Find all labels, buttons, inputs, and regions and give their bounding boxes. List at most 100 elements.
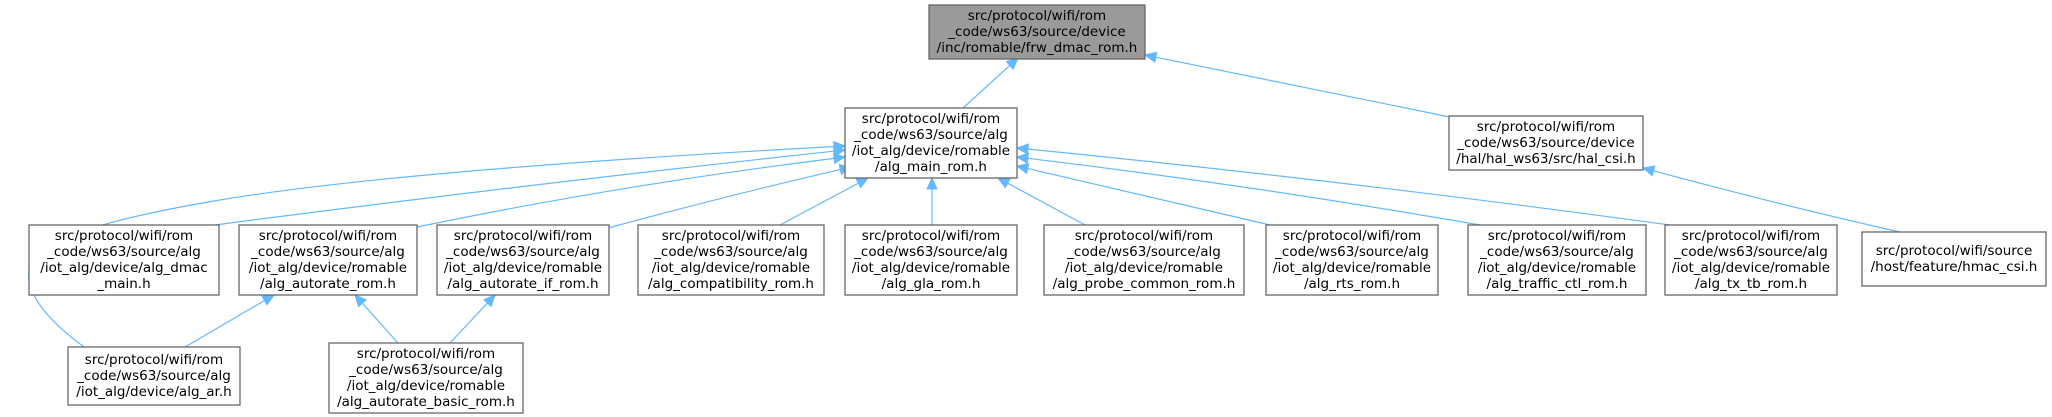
edge-line — [1025, 157, 1481, 226]
arrow-head-icon — [833, 140, 847, 153]
node-box[interactable] — [1664, 224, 1838, 296]
node-box[interactable] — [1265, 224, 1439, 296]
arrow-head-icon — [1005, 57, 1019, 71]
edge-alg_ar-to-alg_autorate_rom — [184, 294, 276, 348]
node-label-line: /inc/romable/frw_dmac_rom.h — [937, 40, 1138, 56]
node-label-line: src/protocol/wifi/rom — [259, 228, 397, 244]
node-box[interactable] — [328, 342, 524, 414]
node-alg-gla-rom[interactable]: src/protocol/wifi/rom_code/ws63/source/a… — [844, 224, 1018, 296]
node-label-line: _code/ws63/source/alg — [853, 127, 1008, 143]
node-label-line: _code/ws63/source/device — [947, 24, 1125, 40]
node-label-line: _main.h — [96, 276, 150, 292]
arrow-head-icon — [832, 152, 847, 165]
arrow-head-icon — [1015, 152, 1030, 165]
node-label-line: _code/ws63/source/alg — [1066, 244, 1221, 260]
node-label-line: /iot_alg/device/romable — [852, 260, 1010, 276]
node-label-line: /iot_alg/device/romable — [1672, 260, 1830, 276]
node-label-line: src/protocol/wifi/rom — [862, 111, 1000, 127]
node-hmac-csi[interactable]: src/protocol/wifi/source/host/feature/hm… — [1861, 231, 2047, 287]
node-label-line: /alg_traffic_ctl_rom.h — [1487, 276, 1628, 292]
edge-hmac_csi-to-hal_csi — [1641, 165, 1901, 233]
node-label-line: _code/ws63/source/alg — [1479, 244, 1634, 260]
edge-alg_autorate_rom-to-alg_main_rom — [416, 152, 847, 228]
node-label-line: /alg_gla_rom.h — [882, 276, 981, 292]
arrow-head-icon — [1641, 165, 1656, 177]
node-label-line: /iot_alg/device/romable — [249, 260, 407, 276]
node-box[interactable] — [67, 346, 241, 406]
node-label-line: src/protocol/wifi/rom — [968, 8, 1106, 24]
node-box[interactable] — [1861, 231, 2047, 287]
edge-line — [779, 181, 861, 226]
arrow-head-icon — [1015, 143, 1030, 155]
node-alg-tx-tb-rom[interactable]: src/protocol/wifi/rom_code/ws63/source/a… — [1664, 224, 1838, 296]
node-alg-probe-common-rom[interactable]: src/protocol/wifi/rom_code/ws63/source/a… — [1043, 224, 1245, 296]
node-box[interactable] — [844, 224, 1018, 296]
node-hal-csi[interactable]: src/protocol/wifi/rom_code/ws63/source/d… — [1448, 115, 1644, 171]
edge-line — [360, 301, 399, 344]
arrow-head-icon — [1015, 163, 1030, 175]
arrow-head-icon — [1143, 51, 1158, 63]
node-box[interactable] — [1043, 224, 1245, 296]
node-label-line: src/protocol/wifi/rom — [1488, 228, 1626, 244]
node-label-line: /hal/hal_ws63/src/hal_csi.h — [1456, 151, 1635, 167]
edge-alg_compatibility_rom-to-alg_main_rom — [779, 177, 870, 226]
node-alg-rts-rom[interactable]: src/protocol/wifi/rom_code/ws63/source/a… — [1265, 224, 1439, 296]
node-alg-autorate-rom[interactable]: src/protocol/wifi/rom_code/ws63/source/a… — [238, 224, 418, 296]
node-label-line: _code/ws63/source/alg — [445, 244, 600, 260]
edge-alg_tx_tb_rom-to-alg_main_rom — [1015, 143, 1671, 226]
node-label-line: /alg_autorate_rom.h — [260, 276, 396, 292]
node-label-line: src/protocol/wifi/rom — [357, 346, 495, 362]
edge-line — [1025, 167, 1271, 226]
edge-line — [962, 63, 1012, 109]
node-label-line: _code/ws63/source/alg — [250, 244, 405, 260]
node-box[interactable] — [844, 107, 1018, 179]
node-label-line: /iot_alg/device/romable — [852, 143, 1010, 159]
edge-alg_gla_rom-to-alg_main_rom — [926, 176, 938, 225]
node-label-line: src/protocol/wifi/rom — [55, 228, 193, 244]
node-label-line: src/protocol/wifi/rom — [1075, 228, 1213, 244]
edge-alg_dmac_main-to-alg_main_rom — [214, 145, 847, 226]
node-label-line: src/protocol/wifi/rom — [85, 352, 223, 368]
node-label-line: /alg_probe_common_rom.h — [1053, 276, 1236, 292]
node-alg-main-rom[interactable]: src/protocol/wifi/rom_code/ws63/source/a… — [844, 107, 1018, 179]
node-alg-ar[interactable]: src/protocol/wifi/rom_code/ws63/source/a… — [67, 346, 241, 406]
edge-line — [1025, 148, 1671, 226]
node-alg-autorate-if-rom[interactable]: src/protocol/wifi/rom_code/ws63/source/a… — [436, 224, 610, 296]
node-box[interactable] — [238, 224, 418, 296]
arrow-head-icon — [354, 294, 367, 308]
node-label-line: /alg_tx_tb_rom.h — [1695, 276, 1807, 292]
node-label-line: /alg_autorate_basic_rom.h — [337, 394, 515, 410]
node-alg-traffic-ctl-rom[interactable]: src/protocol/wifi/rom_code/ws63/source/a… — [1467, 224, 1647, 296]
node-label-line: /alg_compatibility_rom.h — [648, 276, 814, 292]
node-label-line: /iot_alg/device/romable — [444, 260, 602, 276]
edge-alg_autorate_basic_rom-to-alg_autorate_rom — [354, 294, 399, 344]
edge-line — [449, 301, 490, 344]
arrow-head-icon — [996, 177, 1011, 189]
arrow-head-icon — [261, 294, 276, 306]
node-box[interactable] — [1448, 115, 1644, 171]
node-alg-dmac-main[interactable]: src/protocol/wifi/rom_code/ws63/source/a… — [28, 224, 220, 296]
edge-alg_traffic_ctl_rom-to-alg_main_rom — [1015, 152, 1481, 226]
node-label-line: _code/ws63/source/alg — [853, 244, 1008, 260]
node-label-line: _code/ws63/source/alg — [1673, 244, 1828, 260]
node-label-line: src/protocol/wifi/source — [1876, 243, 2033, 259]
edge-line — [214, 150, 837, 226]
node-alg-autorate-basic-rom[interactable]: src/protocol/wifi/rom_code/ws63/source/a… — [328, 342, 524, 414]
node-label-line: _code/ws63/source/alg — [1274, 244, 1429, 260]
node-box[interactable] — [436, 224, 610, 296]
node-box[interactable] — [1467, 224, 1647, 296]
node-box[interactable] — [28, 224, 220, 296]
node-box[interactable] — [637, 224, 825, 296]
node-label-line: _code/ws63/source/device — [1456, 135, 1634, 151]
node-frw-dmac-rom[interactable]: src/protocol/wifi/rom_code/ws63/source/d… — [928, 4, 1146, 60]
node-label-line: /iot_alg/device/romable — [652, 260, 810, 276]
edge-line — [1005, 181, 1086, 226]
nodes-layer: src/protocol/wifi/rom_code/ws63/source/d… — [28, 4, 2047, 414]
node-label-line: _code/ws63/source/alg — [46, 244, 201, 260]
node-label-line: src/protocol/wifi/rom — [1283, 228, 1421, 244]
node-alg-compatibility-rom[interactable]: src/protocol/wifi/rom_code/ws63/source/a… — [637, 224, 825, 296]
node-label-line: /alg_rts_rom.h — [1304, 276, 1400, 292]
node-label-line: /iot_alg/device/romable — [1273, 260, 1431, 276]
node-box[interactable] — [928, 4, 1146, 60]
